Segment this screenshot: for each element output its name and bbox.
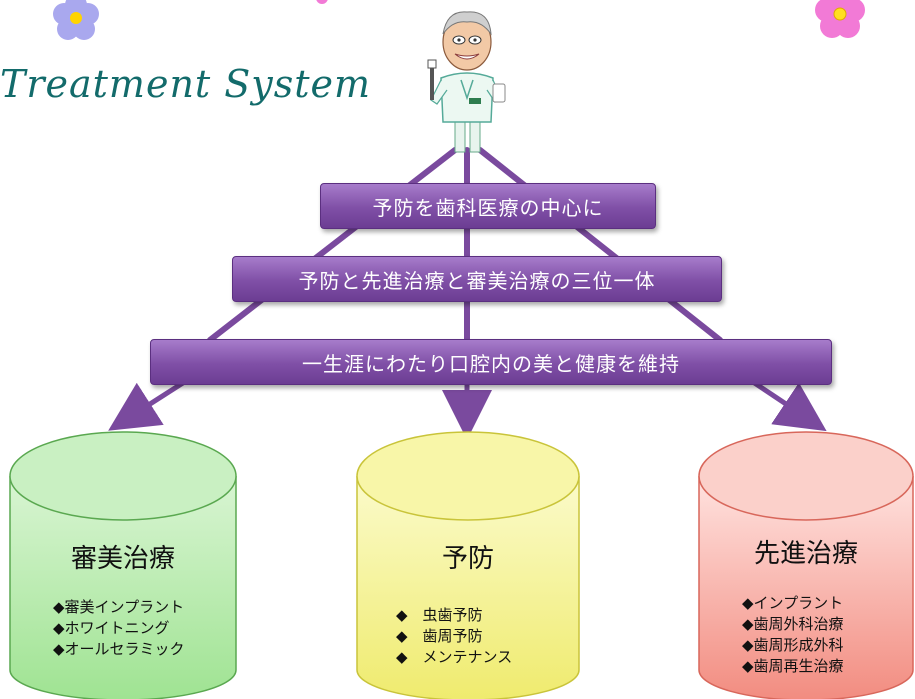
flower-icon <box>316 0 328 4</box>
cylinder-advanced-shape <box>698 431 914 699</box>
pyramid-level-1: 予防を歯科医療の中心に <box>320 183 656 229</box>
list-item: ◆ メンテナンス <box>396 648 513 666</box>
list-item: ◆ 歯周予防 <box>396 627 483 645</box>
cylinder-prevention-shape <box>356 431 580 699</box>
list-item: ◆インプラント <box>742 594 844 612</box>
dentist-cartoon-icon <box>427 11 506 153</box>
cylinder-aesthetic: 審美治療 <box>10 538 236 575</box>
list-item: ◆歯周外科治療 <box>742 615 844 633</box>
list-item: ◆歯周再生治療 <box>742 657 844 675</box>
cylinder-aesthetic-items: ◆審美インプラント ◆ホワイトニング ◆オールセラミック <box>53 597 185 660</box>
list-item: ◆ 虫歯予防 <box>396 606 483 624</box>
flower-icon <box>815 0 865 38</box>
cylinder-aesthetic-shape <box>9 431 237 699</box>
cylinder-prevention: 予防 <box>357 538 579 575</box>
cylinder-advanced-items: ◆インプラント ◆歯周外科治療 ◆歯周形成外科 ◆歯周再生治療 <box>742 593 844 677</box>
flower-icon <box>53 0 99 40</box>
list-item: ◆オールセラミック <box>53 640 185 658</box>
cylinder-title: 審美治療 <box>70 544 175 574</box>
list-item: ◆歯周形成外科 <box>742 636 844 654</box>
cylinder-advanced: 先進治療 <box>699 533 913 570</box>
cylinder-title: 先進治療 <box>753 539 858 569</box>
list-item: ◆審美インプラント <box>53 598 185 616</box>
page-title: Treatment System <box>0 62 372 106</box>
cylinder-title: 予防 <box>441 544 494 574</box>
cylinder-prevention-items: ◆ 虫歯予防 ◆ 歯周予防 ◆ メンテナンス <box>396 605 512 668</box>
pyramid-level-2: 予防と先進治療と審美治療の三位一体 <box>232 256 722 302</box>
pyramid-lines <box>207 147 723 343</box>
list-item: ◆ホワイトニング <box>53 619 170 637</box>
pyramid-level-3: 一生涯にわたり口腔内の美と健康を維持 <box>150 339 832 385</box>
